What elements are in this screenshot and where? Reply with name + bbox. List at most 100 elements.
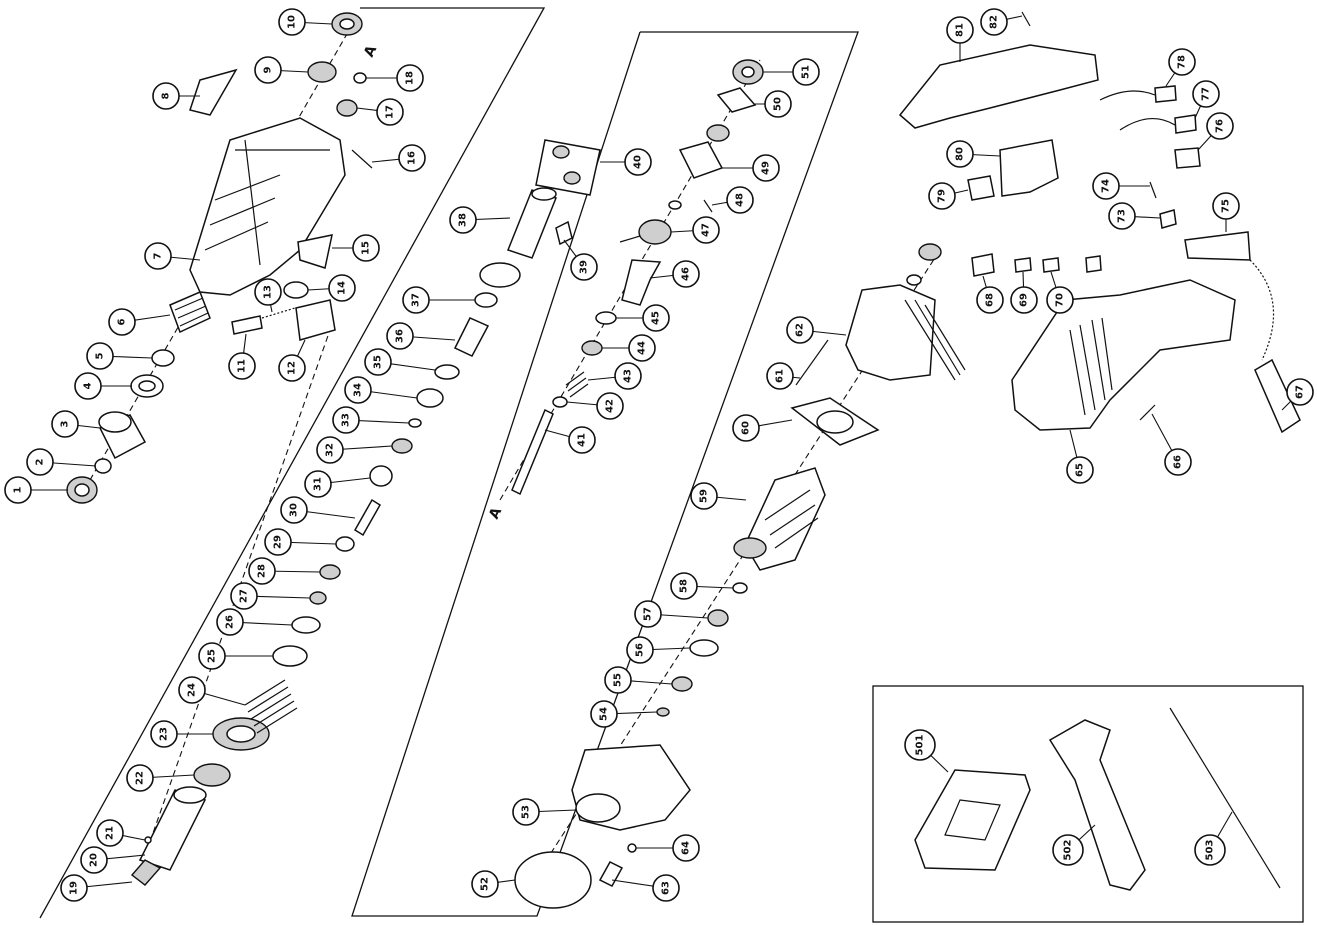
callout-circle-38 xyxy=(449,206,477,234)
callout-label-20: 20 xyxy=(89,853,100,867)
callout-label-29: 29 xyxy=(273,535,284,549)
part-25-upper-washer xyxy=(479,262,521,288)
callout-label-19: 19 xyxy=(69,881,80,895)
part-17-bearing-b xyxy=(706,124,730,142)
part-45-oring xyxy=(595,311,617,325)
callout-label-75: 75 xyxy=(1221,199,1232,213)
part-63-pin xyxy=(598,861,624,887)
part-40-plate xyxy=(535,139,601,196)
callout-circle-37 xyxy=(402,286,430,314)
callout-label-42: 42 xyxy=(605,399,616,413)
part-24-spring xyxy=(244,679,298,734)
callout-label-70: 70 xyxy=(1055,293,1066,307)
callout-circle-49 xyxy=(752,154,780,182)
part-501-case xyxy=(914,769,1031,871)
callout-circle-15 xyxy=(352,234,380,262)
callout-circle-55 xyxy=(604,666,632,694)
part-8-label xyxy=(189,68,238,116)
callout-label-30: 30 xyxy=(289,503,300,517)
callout-label-53: 53 xyxy=(521,805,532,819)
callout-circle-17 xyxy=(376,98,404,126)
callout-circle-78 xyxy=(1168,48,1196,76)
callout-circle-9 xyxy=(254,56,282,84)
callout-label-32: 32 xyxy=(325,443,336,457)
part-57-bearing xyxy=(707,609,729,627)
callout-label-17: 17 xyxy=(385,105,396,119)
callout-circle-11 xyxy=(228,352,256,380)
part-58-ring xyxy=(732,582,748,594)
callout-label-45: 45 xyxy=(651,311,662,325)
callout-label-68: 68 xyxy=(985,293,996,307)
callout-label-62: 62 xyxy=(795,323,806,337)
part-28-bearing xyxy=(319,564,341,580)
callout-circle-44 xyxy=(628,334,656,362)
callout-circle-53 xyxy=(512,798,540,826)
callout-label-13: 13 xyxy=(263,285,274,299)
part-503-depth-gauge xyxy=(1169,707,1281,889)
part-38-cylinder-top xyxy=(531,187,557,201)
callout-label-1: 1 xyxy=(13,486,24,493)
callout-label-79: 79 xyxy=(937,189,948,203)
callout-label-12: 12 xyxy=(287,361,298,375)
callout-label-502: 502 xyxy=(1063,840,1074,861)
part-17-bearing-c xyxy=(918,243,942,261)
callout-circle-76 xyxy=(1206,112,1234,140)
callout-label-46: 46 xyxy=(681,267,692,281)
part-73-clamp xyxy=(1159,209,1177,229)
callout-circle-25 xyxy=(198,642,226,670)
callout-circle-51 xyxy=(792,58,820,86)
callout-label-24: 24 xyxy=(187,683,198,697)
callout-circle-22 xyxy=(126,764,154,792)
callout-label-16: 16 xyxy=(407,151,418,165)
callout-circle-43 xyxy=(614,362,642,390)
part-30-shaft xyxy=(353,498,382,537)
callout-circle-8 xyxy=(152,82,180,110)
callout-circle-21 xyxy=(96,819,124,847)
part-20-cylinder-top xyxy=(173,786,207,804)
callout-circle-75 xyxy=(1212,192,1240,220)
callout-circle-4 xyxy=(74,372,102,400)
callout-label-5: 5 xyxy=(95,352,106,359)
part-68-cap xyxy=(971,253,995,277)
part-66-screw xyxy=(1139,404,1156,421)
callout-circle-40 xyxy=(624,148,652,176)
part-12-holder xyxy=(295,299,336,341)
part-39-pin xyxy=(555,220,573,246)
accessory-inset-box xyxy=(872,685,1304,923)
callout-circle-60 xyxy=(732,414,760,442)
left-axis-line-lower xyxy=(139,329,331,871)
part-18-ring xyxy=(353,72,367,84)
part-18-ring-b xyxy=(668,200,682,210)
callout-label-80: 80 xyxy=(955,147,966,161)
callout-circle-1 xyxy=(4,476,32,504)
part-46-lever xyxy=(621,259,662,306)
callout-circle-79 xyxy=(928,182,956,210)
part-17-bearing xyxy=(336,99,358,117)
callout-label-37: 37 xyxy=(411,293,422,307)
part-shapes-accessories xyxy=(914,707,1281,891)
callout-circle-61 xyxy=(766,362,794,390)
callout-circle-73 xyxy=(1108,202,1136,230)
callout-circle-5 xyxy=(86,342,114,370)
callout-label-39: 39 xyxy=(579,260,590,274)
callout-circle-26 xyxy=(216,608,244,636)
callout-circle-501 xyxy=(904,729,936,761)
callout-label-64: 64 xyxy=(681,841,692,855)
callout-circle-62 xyxy=(786,316,814,344)
callout-label-73: 73 xyxy=(1117,209,1128,223)
part-16-pin xyxy=(351,149,373,169)
callout-circle-57 xyxy=(634,600,662,628)
callout-circle-59 xyxy=(690,482,718,510)
callout-circle-19 xyxy=(60,874,88,902)
callout-circle-7 xyxy=(144,242,172,270)
callout-circle-35 xyxy=(364,348,392,376)
callout-circle-33 xyxy=(332,406,360,434)
part-69-brush xyxy=(1014,257,1032,273)
callout-label-66: 66 xyxy=(1173,455,1184,469)
part-3-sleeve-top xyxy=(98,411,132,433)
callout-circle-45 xyxy=(642,304,670,332)
callout-label-18: 18 xyxy=(405,71,416,85)
callout-label-21: 21 xyxy=(105,826,116,840)
left-panel-border xyxy=(39,7,546,919)
callout-label-26: 26 xyxy=(225,615,236,629)
